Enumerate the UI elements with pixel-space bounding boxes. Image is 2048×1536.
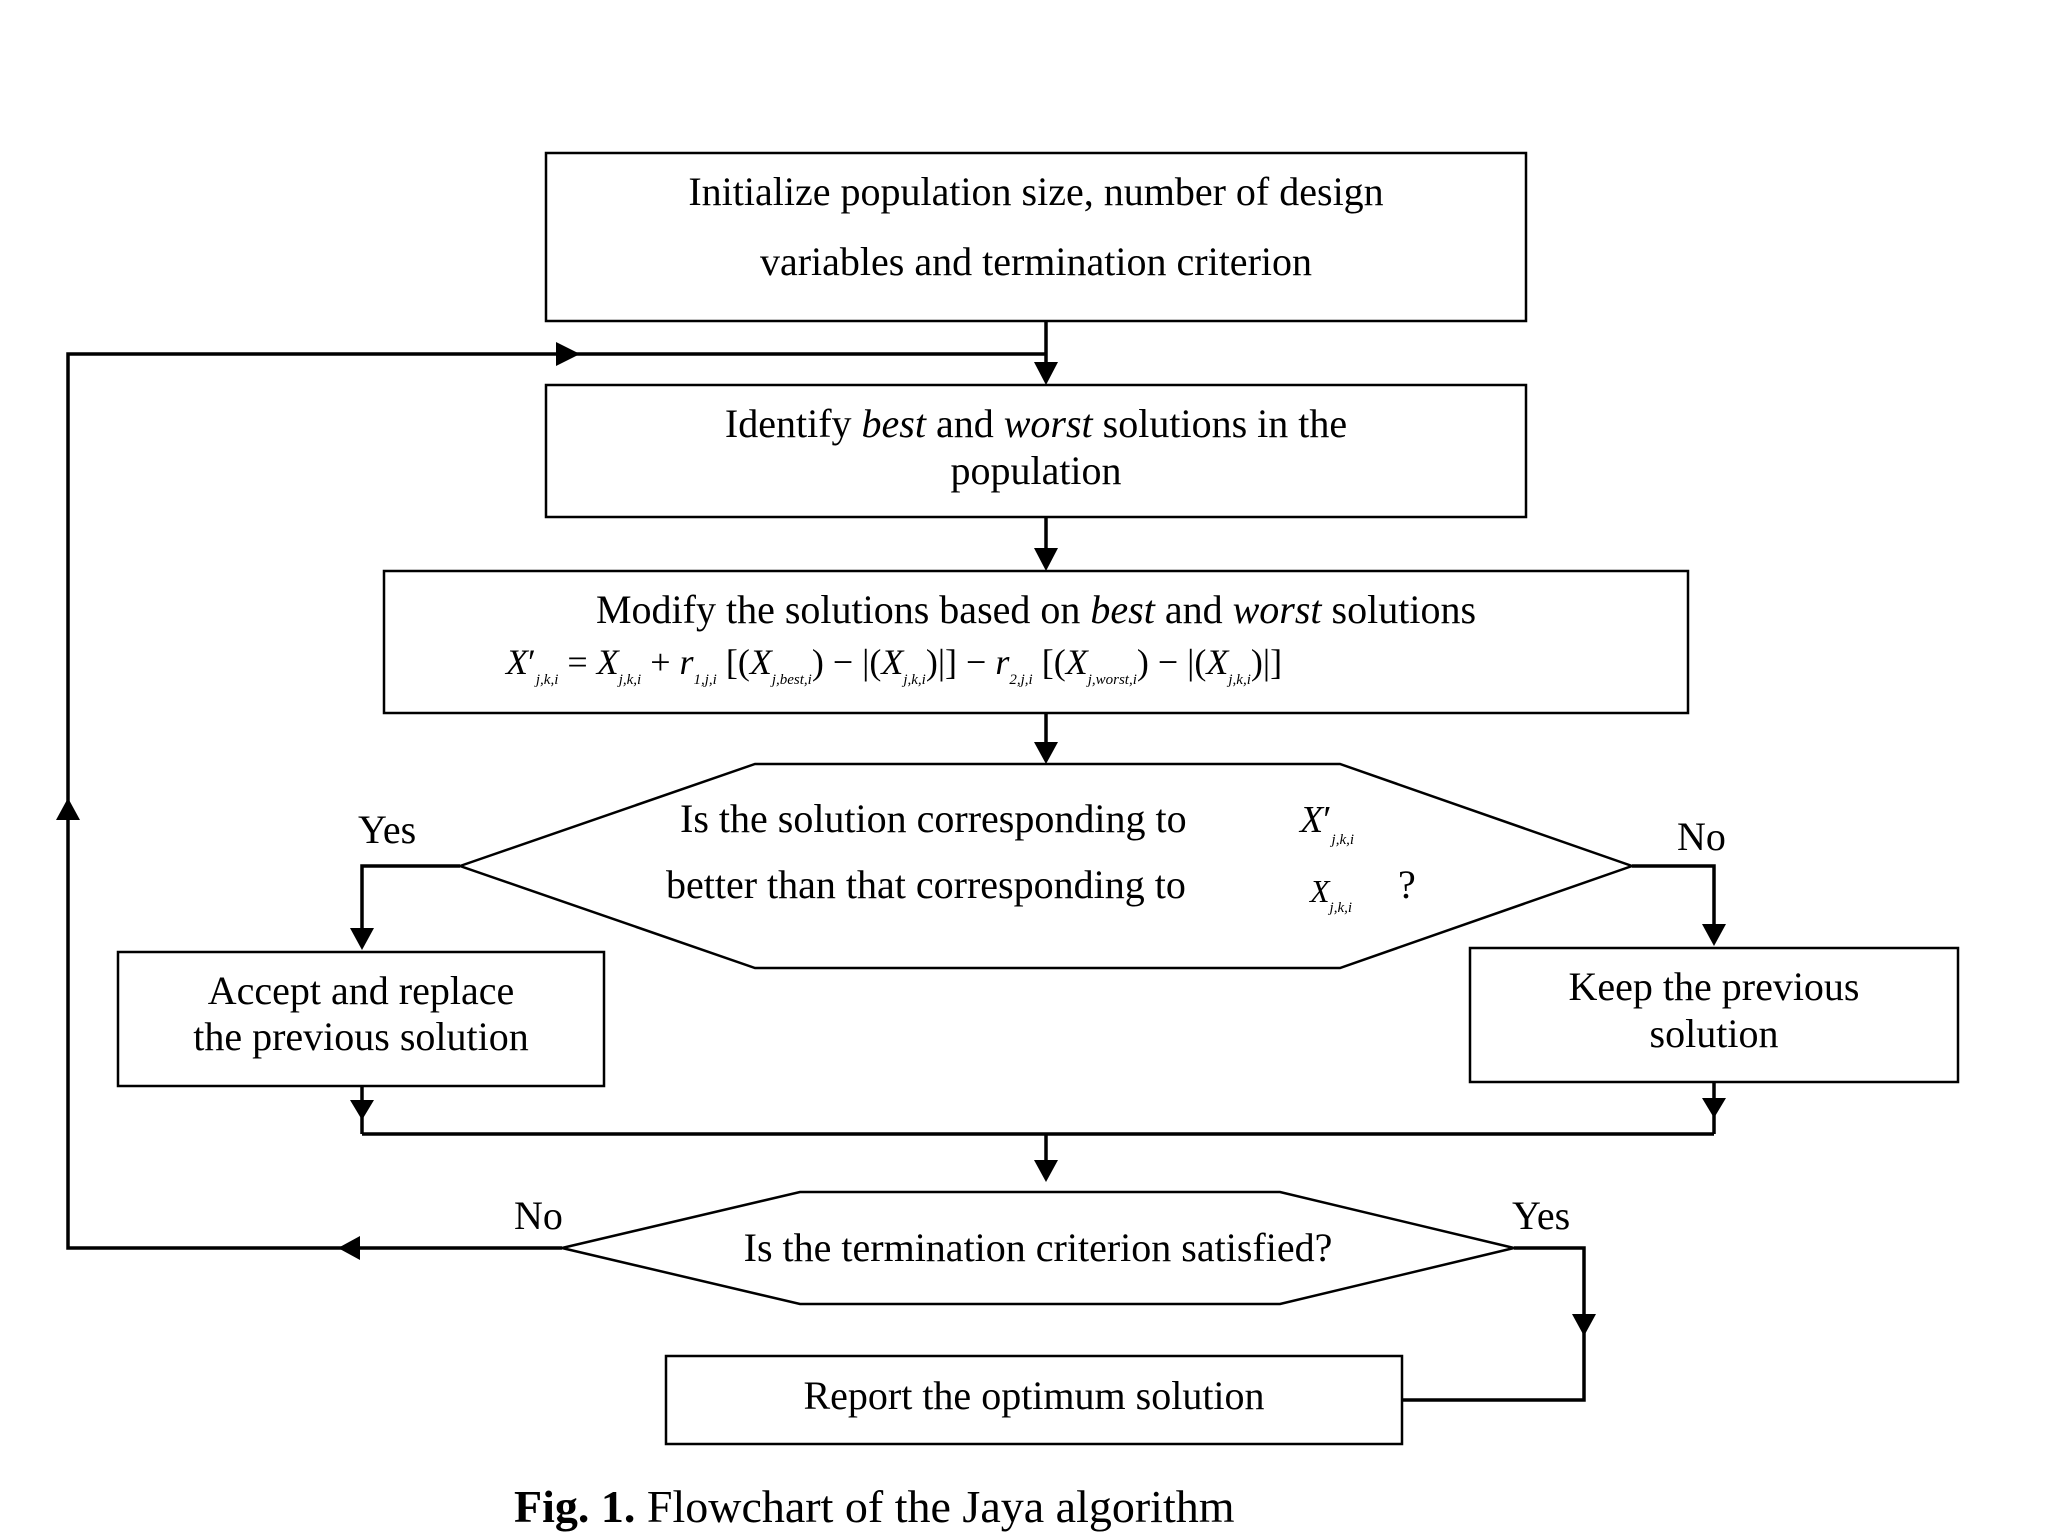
init-text-line1: Initialize population size, number of de…: [688, 169, 1383, 214]
label-yes-left: Yes: [358, 807, 416, 852]
accept-box: [116, 950, 606, 1088]
arrowhead: [1034, 1160, 1058, 1182]
report-text: Report the optimum solution: [803, 1373, 1264, 1418]
arrowhead: [1702, 1098, 1726, 1118]
decision1-text-line2: better than that corresponding to: [666, 862, 1186, 907]
label-yes-right: Yes: [1512, 1193, 1570, 1238]
init-text-line2: variables and termination criterion: [760, 239, 1312, 284]
decision2-text: Is the termination criterion satisfied?: [744, 1225, 1333, 1270]
keep-text-line2: solution: [1650, 1011, 1779, 1056]
identify-box: [544, 383, 1528, 519]
label-no-right: No: [1677, 814, 1726, 859]
modify-box: [382, 569, 1690, 715]
accept-text-line2: the previous solution: [193, 1014, 529, 1059]
keep-box: [1468, 946, 1960, 1084]
arrowhead: [1572, 1314, 1596, 1336]
init-box: [544, 151, 1528, 323]
accept-text-line1: Accept and replace: [208, 968, 514, 1013]
decision1-qmark: ?: [1398, 862, 1416, 907]
report-box: [664, 1354, 1404, 1446]
modify-text-line1: Modify the solutions based on best and w…: [596, 587, 1476, 632]
connectors: [56, 321, 1726, 1402]
arrowhead: [350, 928, 374, 950]
arrowhead: [556, 342, 580, 366]
figure-caption: Fig. 1. Flowchart of the Jaya algorithm: [514, 1481, 1235, 1532]
arrowhead: [350, 1100, 374, 1120]
arrowhead: [56, 798, 80, 820]
arrowhead: [1702, 924, 1726, 946]
arrowhead: [338, 1236, 360, 1260]
keep-text-line1: Keep the previous: [1568, 964, 1859, 1009]
arrowhead: [1034, 362, 1058, 385]
identify-text-line2: population: [950, 448, 1121, 493]
identify-text-line1: Identify best and worst solutions in the: [725, 401, 1347, 446]
arrowhead: [1034, 548, 1058, 571]
arrowhead: [1034, 742, 1058, 764]
decision1-text-line1: Is the solution corresponding to: [680, 796, 1187, 841]
label-no-left: No: [514, 1193, 563, 1238]
